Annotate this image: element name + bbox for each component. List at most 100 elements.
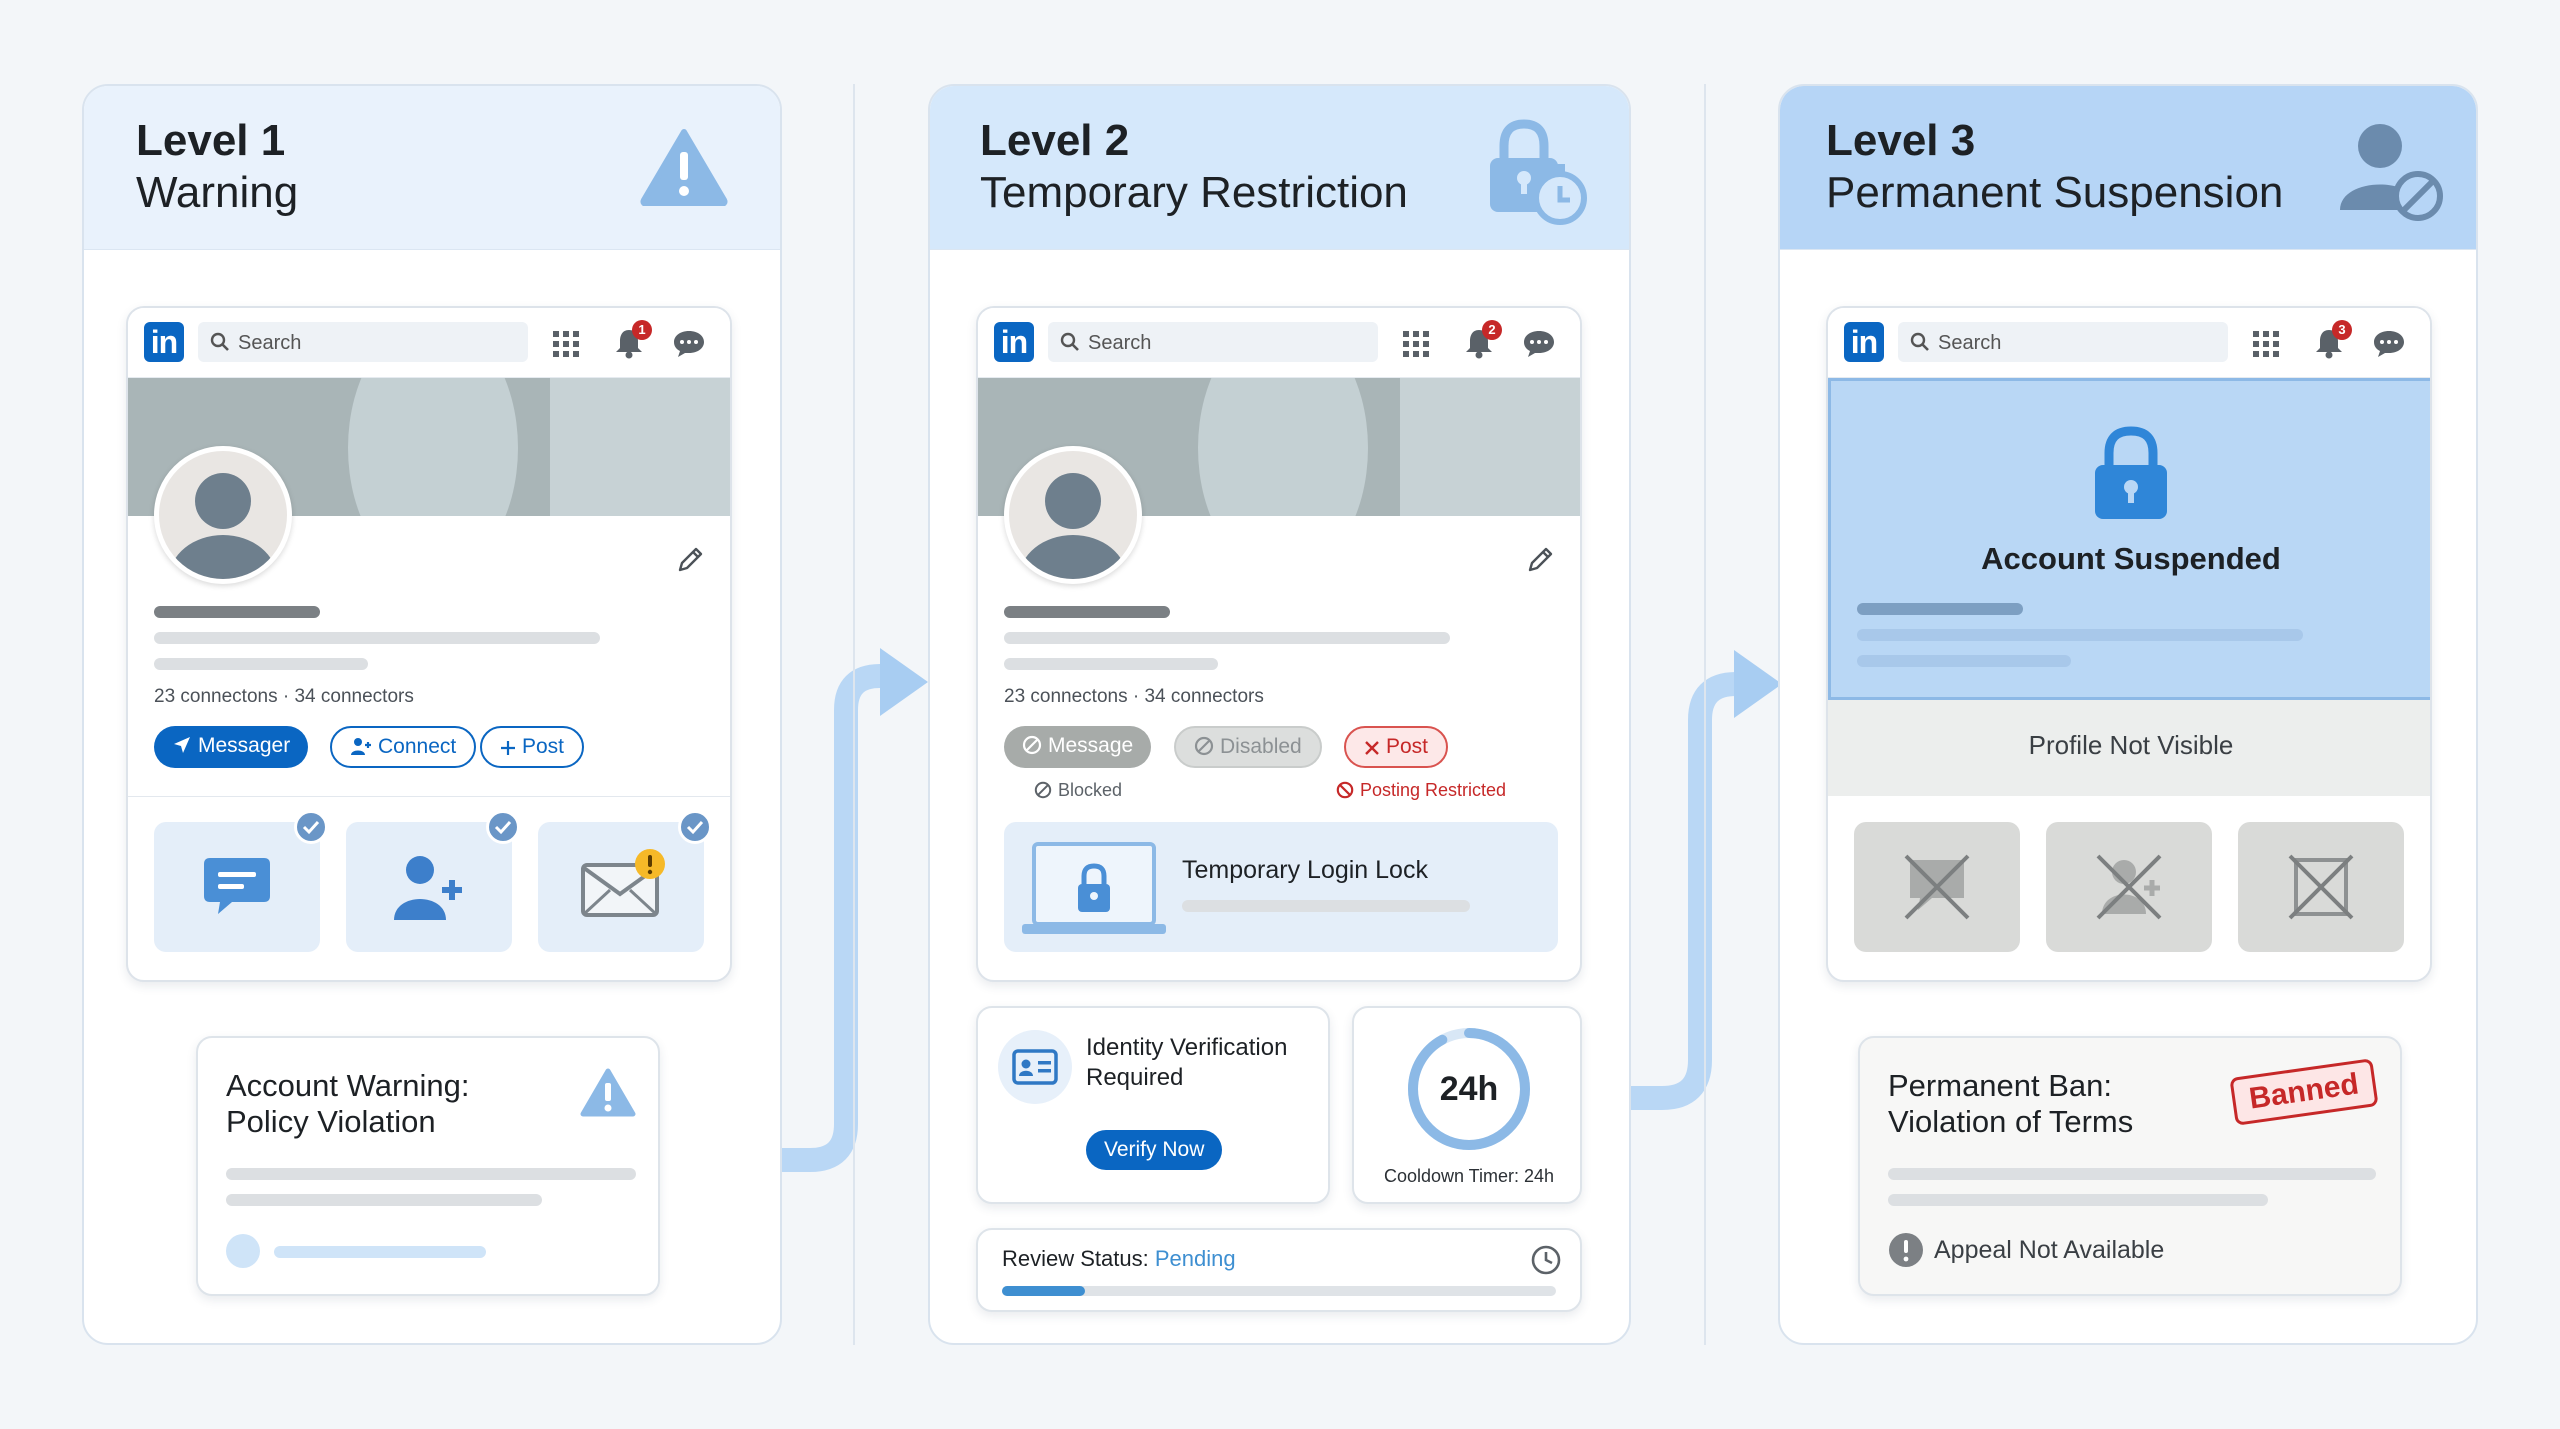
disabled-button[interactable]: Disabled [1174,726,1322,768]
warning-subtitle: Policy Violation [226,1104,436,1139]
post-button[interactable]: Post [480,726,585,768]
search-input[interactable]: Search [198,322,528,362]
connections-count: 23 connectons · 34 connectors [154,686,414,707]
search-input[interactable]: Search [1898,322,2228,362]
profile-not-visible-strip: Profile Not Visible [1828,700,2430,796]
detail-bar [1888,1194,2268,1206]
user-crossed-icon [2096,854,2162,920]
ban-subtitle: Violation of Terms [1888,1104,2134,1139]
top-nav: in Search 1 [128,308,730,378]
review-status-card: Review Status: Pending [976,1228,1582,1312]
divider-1 [853,84,855,1345]
card-separator [128,796,730,797]
user-blocked-icon [2340,124,2443,221]
location-placeholder-bar [1004,658,1218,670]
login-lock-bar [1182,900,1470,912]
search-placeholder: Search [238,332,302,354]
review-progress-fill [1002,1286,1086,1296]
lock-timer-icon [1490,119,1587,225]
send-icon [174,737,190,753]
cooldown-ring [1408,1028,1530,1150]
notification-badge: 2 [1482,320,1502,340]
level-3-header: Level 3 Permanent Suspension [1780,86,2476,250]
identity-title: Identity Verification [1086,1034,1288,1061]
message-button-blocked[interactable]: Message [1004,726,1152,768]
edit-pencil-icon[interactable] [1524,544,1556,576]
messaging-icon[interactable] [1522,328,1556,360]
search-input[interactable]: Search [1048,322,1378,362]
ban-title: Permanent Ban: [1888,1068,2113,1103]
suspended-bar [1857,655,2071,667]
profile-not-visible: Profile Not Visible [2028,730,2234,760]
banned-stamp: Banned [2229,1058,2379,1126]
messaging-icon[interactable] [672,328,706,360]
search-placeholder: Search [1938,332,2002,354]
disabled-post-tile [2238,822,2404,952]
warning-title: Account Warning: [226,1068,470,1103]
login-lock-label: Temporary Login Lock [1182,856,1428,884]
edit-pencil-icon[interactable] [674,544,706,576]
account-suspended-title: Account Suspended [1981,541,2281,576]
connections-count: 23 connectons · 34 connectors [1004,686,1264,707]
search-icon [1060,332,1079,351]
location-placeholder-bar [154,658,368,670]
id-card-icon-bg [998,1030,1072,1104]
messaging-icon[interactable] [2372,328,2406,360]
detail-bar [226,1194,542,1206]
laptop-lock-icon [1022,842,1166,934]
search-placeholder: Search [1088,332,1152,354]
blocked-icon [1194,736,1214,756]
connect-feature-tile[interactable] [346,822,512,952]
message-button[interactable]: Messager [154,726,309,768]
add-user-icon [394,856,462,920]
review-status: Review Status: Pending [1002,1246,1236,1271]
level-1-name: Warning [136,168,299,217]
blocked-icon [1034,781,1052,799]
search-icon [1910,332,1929,351]
cooldown-label: Cooldown Timer: 24h [1383,1166,1555,1186]
add-person-icon [351,738,371,755]
chat-crossed-icon [1904,854,1970,920]
mail-feature-tile[interactable] [538,822,704,952]
suspended-overlay: Account Suspended [1828,378,2430,700]
divider-2 [1704,84,1706,1345]
notification-badge: 3 [2332,320,2352,340]
avatar[interactable] [1004,446,1142,584]
warning-dot-icon [635,849,665,879]
headline-placeholder-bar [1004,632,1450,644]
prohibited-icon [1336,781,1354,799]
level-2-name: Temporary Restriction [980,168,1408,217]
linkedin-logo[interactable]: in [994,322,1034,362]
connect-button[interactable]: Connect [330,726,477,768]
appeal-not-available: Appeal Not Available [1934,1236,2165,1264]
level-1-title: Level 1 [136,116,286,165]
temporary-login-lock-panel: Temporary Login Lock [1004,822,1558,952]
avatar[interactable] [154,446,292,584]
level-2-profile-card: in Search 2 23 connectons · 34 connector… [976,306,1582,982]
level-2-header: Level 2 Temporary Restriction [930,86,1629,250]
id-card-icon [1012,1049,1058,1085]
headline-placeholder-bar [154,632,600,644]
apps-grid-icon[interactable] [552,330,580,358]
document-crossed-icon [2288,854,2354,920]
progress-bar [274,1246,486,1258]
post-button-restricted[interactable]: Post [1344,726,1449,768]
posting-restricted-label: Posting Restricted [1336,780,1506,801]
clock-icon [1531,1245,1561,1275]
chat-bubble-icon [204,858,270,914]
apps-grid-icon[interactable] [1402,330,1430,358]
messaging-feature-tile[interactable] [154,822,320,952]
cooldown-value: 24h [1439,1070,1499,1108]
warning-triangle-icon [580,1068,636,1117]
permanent-ban-card: Permanent Ban: Violation of Terms Banned… [1858,1036,2402,1296]
linkedin-logo[interactable]: in [1844,322,1884,362]
apps-grid-icon[interactable] [2252,330,2280,358]
check-icon [294,810,328,844]
disabled-chat-tile [1854,822,2020,952]
account-warning-card: Account Warning: Policy Violation [196,1036,660,1296]
check-icon [678,810,712,844]
linkedin-logo[interactable]: in [144,322,184,362]
notification-badge: 1 [632,320,652,340]
verify-now-button[interactable]: Verify Now [1086,1130,1223,1170]
detail-bar [226,1168,636,1180]
